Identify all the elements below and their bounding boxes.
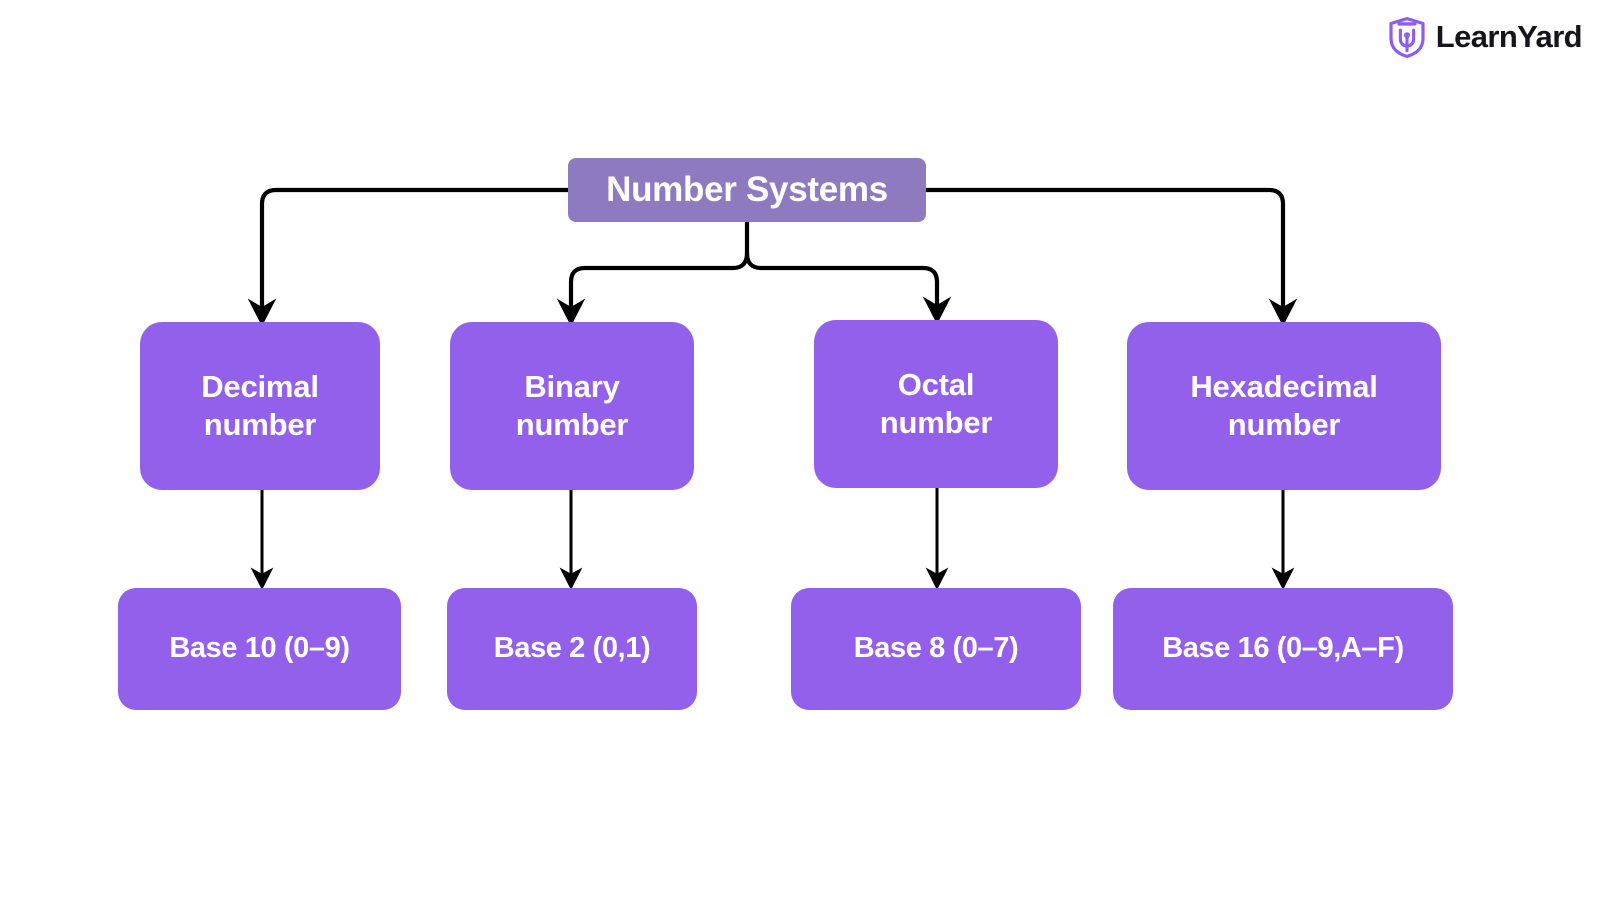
node-number-systems[interactable]: Number Systems [568,158,926,222]
node-base-2[interactable]: Base 2 (0,1) [447,588,697,710]
node-base-8[interactable]: Base 8 (0–7) [791,588,1081,710]
node-binary-number[interactable]: Binary number [450,322,694,490]
shield-logo-icon [1387,16,1427,58]
node-base-16[interactable]: Base 16 (0–9,A–F) [1113,588,1453,710]
brand-name: LearnYard [1435,19,1583,54]
connector-root-to-binary [556,265,733,327]
connector-root-stem [732,222,750,271]
node-hexadecimal-number[interactable]: Hexadecimal number [1127,322,1441,490]
node-decimal-number[interactable]: Decimal number [140,322,380,490]
node-octal-number[interactable]: Octal number [814,320,1058,488]
connector-root-stem-right [744,252,762,271]
node-base-10[interactable]: Base 10 (0–9) [118,588,401,710]
connector-root-to-octal [761,265,952,325]
connector-root-to-hexadecimal [926,187,1298,327]
learnyard-logo: LearnYard [1387,16,1583,58]
connector-root-to-decimal [247,187,568,327]
